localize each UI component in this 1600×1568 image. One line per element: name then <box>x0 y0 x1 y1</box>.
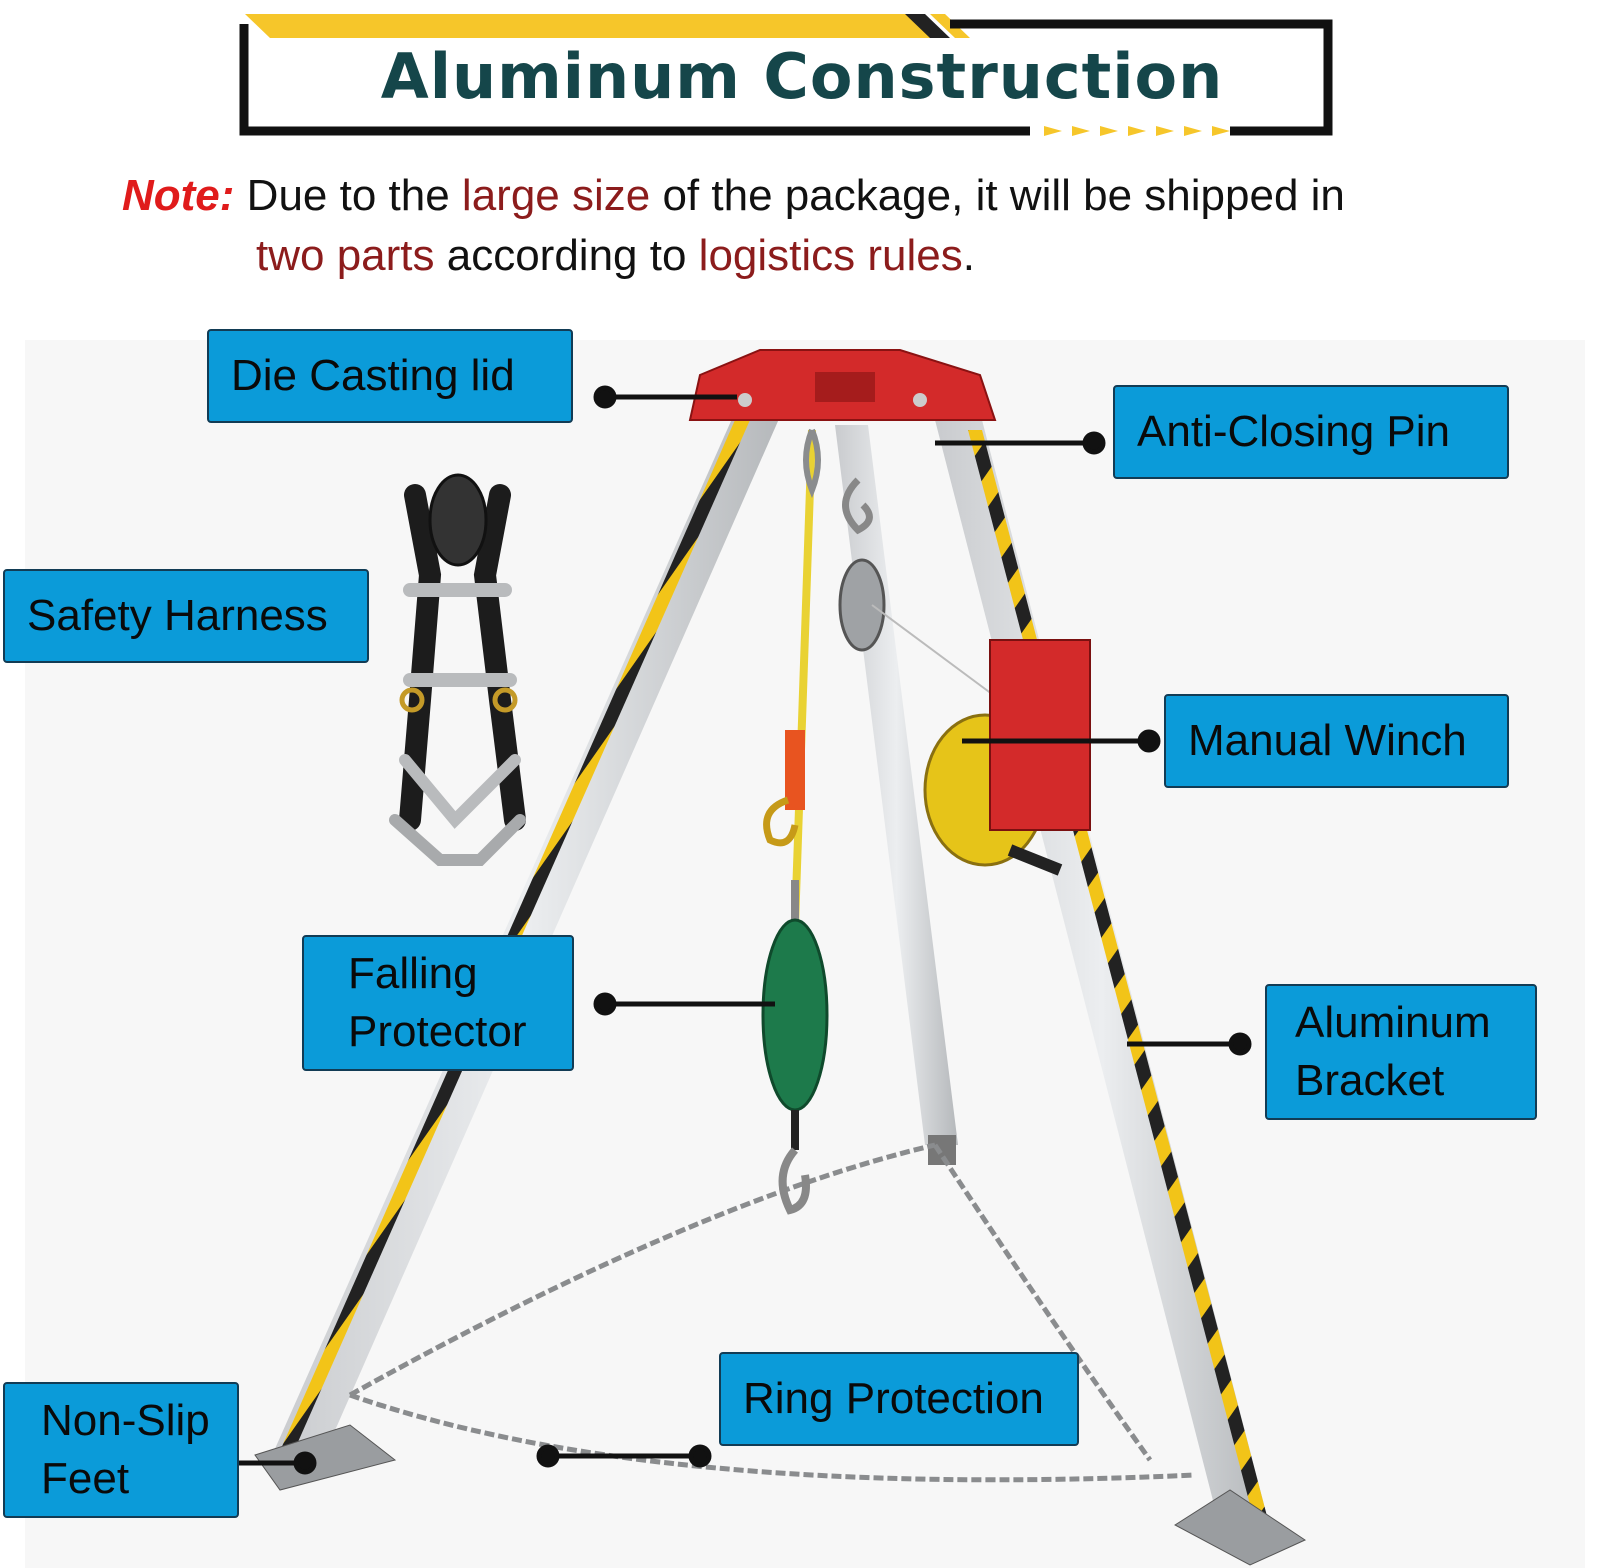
label-safety-harness-text: Safety Harness <box>27 591 328 640</box>
gold-hook <box>763 796 799 847</box>
note-text-3: according to <box>434 231 699 280</box>
label-aluminum-bracket-line1: Aluminum <box>1295 998 1491 1047</box>
note-highlight-large-size: large size <box>461 171 651 220</box>
right-foot <box>1174 1489 1307 1566</box>
title-frame-line-right <box>950 19 1333 136</box>
pulley <box>838 558 886 652</box>
pulley-hook <box>842 477 873 535</box>
label-safety-harness: Safety Harness <box>3 569 369 663</box>
label-falling-protector: Falling Protector <box>302 935 574 1071</box>
label-die-casting-lid-text: Die Casting lid <box>231 351 515 400</box>
label-aluminum-bracket-line2: Bracket <box>1295 1056 1445 1105</box>
label-non-slip-feet-line1: Non-Slip <box>41 1396 210 1445</box>
label-manual-winch-text: Manual Winch <box>1188 716 1467 765</box>
label-ring-protection-text: Ring Protection <box>743 1374 1044 1423</box>
note-text-1: Due to the <box>234 171 462 220</box>
winch-handle <box>1007 844 1063 876</box>
note-label: Note: <box>122 171 235 220</box>
note-highlight-two-parts: two parts <box>256 231 435 280</box>
winch-cable <box>871 604 1001 701</box>
note-text-2: of the package, it will be shipped in <box>650 171 1345 220</box>
safety-harness-image <box>389 473 526 866</box>
lanyard-sleeve <box>785 730 805 810</box>
label-manual-winch: Manual Winch <box>1164 694 1509 788</box>
label-anti-closing-pin: Anti-Closing Pin <box>1113 385 1509 479</box>
left-foot <box>254 1424 397 1491</box>
title-yellow-bar <box>245 14 940 38</box>
label-ring-protection: Ring Protection <box>719 1352 1079 1446</box>
back-leg-foot <box>928 1135 956 1165</box>
note-line-2: two parts according to logistics rules. <box>122 226 1482 286</box>
label-falling-protector-line2: Protector <box>348 1007 527 1056</box>
title-banner <box>239 14 1333 136</box>
shipping-note: Note: Due to the large size of the packa… <box>122 166 1482 286</box>
label-anti-closing-pin-text: Anti-Closing Pin <box>1137 407 1451 456</box>
label-falling-protector-line1: Falling <box>348 949 478 998</box>
label-non-slip-feet-line2: Feet <box>41 1454 130 1503</box>
label-non-slip-feet: Non-Slip Feet <box>3 1382 239 1518</box>
title-frame-line <box>239 24 1030 136</box>
falling-protector-body <box>761 918 829 1112</box>
protector-hook <box>778 1147 810 1215</box>
ring-protection-chain <box>348 1142 1196 1483</box>
lanyard-rope <box>791 429 816 926</box>
note-highlight-logistics: logistics rules <box>698 231 963 280</box>
snap-hook-top <box>803 428 821 499</box>
winch-mount <box>989 639 1091 831</box>
title-stripe-1 <box>905 14 950 38</box>
leader-lines <box>238 385 1252 1475</box>
title-arrows <box>1044 126 1230 136</box>
page-title: Aluminum Construction <box>380 40 1224 113</box>
label-aluminum-bracket: Aluminum Bracket <box>1265 984 1537 1120</box>
label-die-casting-lid: Die Casting lid <box>207 329 573 423</box>
tripod-illustration <box>25 340 1585 1568</box>
note-text-4: . <box>962 231 975 280</box>
